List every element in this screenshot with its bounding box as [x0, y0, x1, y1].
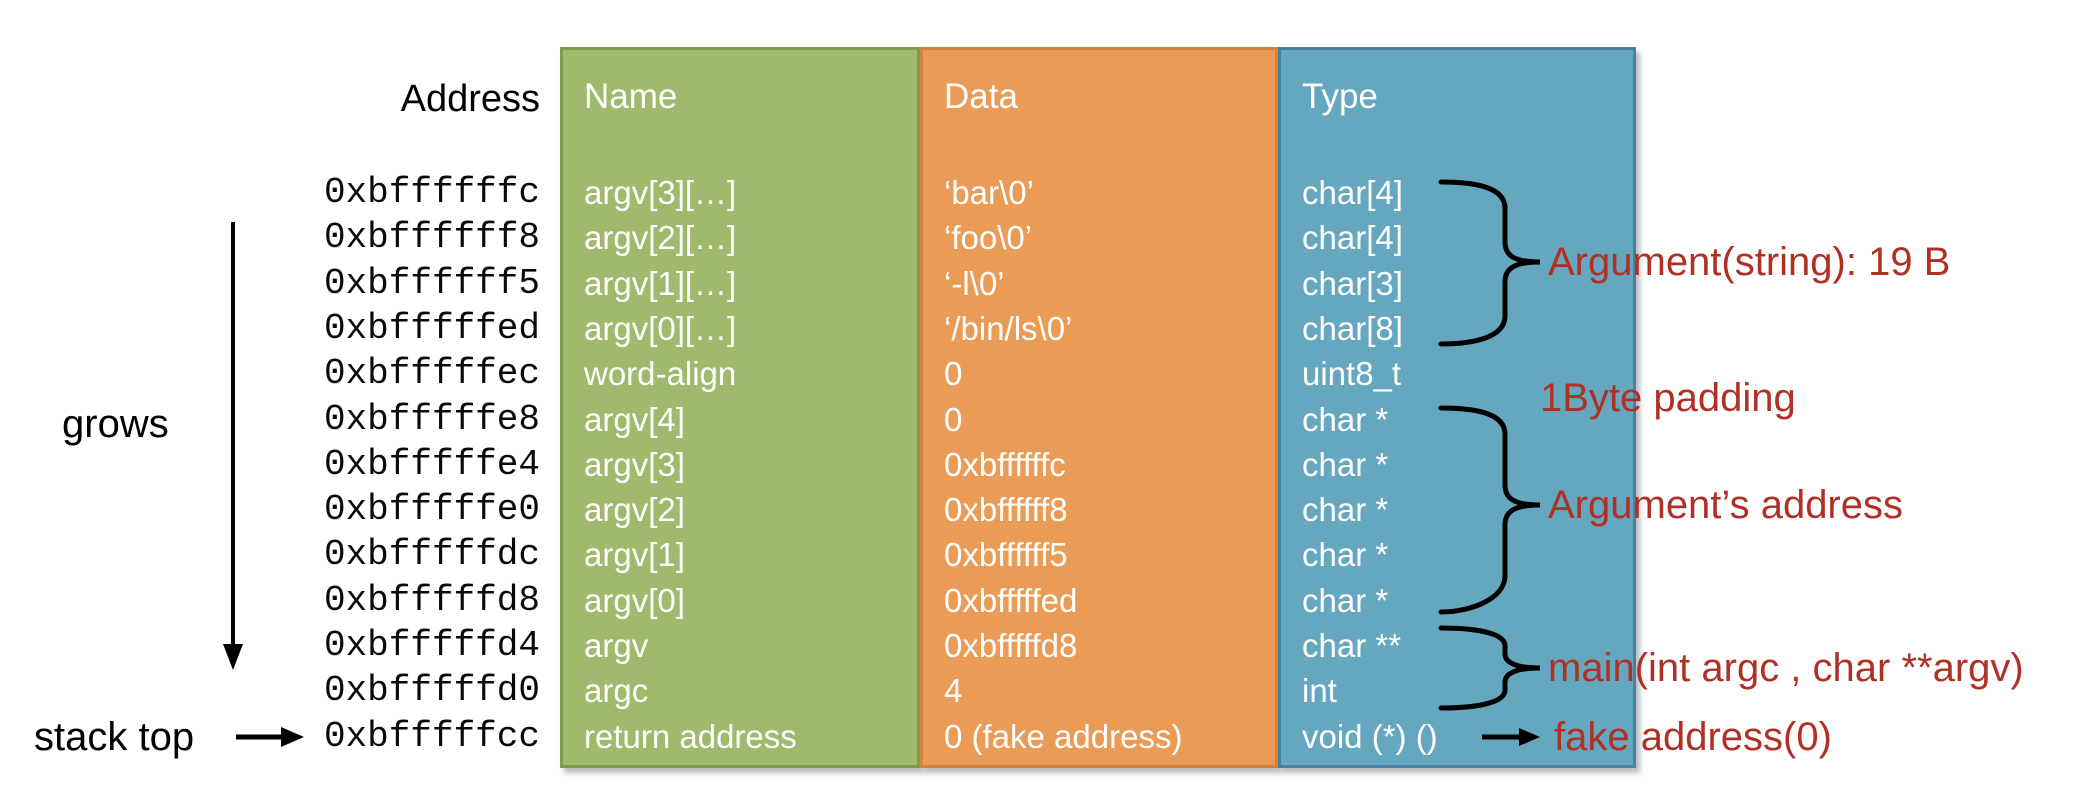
row-type: char[4]: [1302, 174, 1403, 211]
row-address: 0xbfffffec: [323, 353, 540, 395]
data-column-panel: [920, 47, 1278, 768]
data-column-header: Data: [944, 77, 1018, 116]
stack-row: 0xbfffffd8 argv[0] 0xbfffffed char *: [0, 579, 2092, 623]
type-column-header: Type: [1302, 77, 1378, 116]
row-type: char *: [1302, 491, 1389, 529]
annotation-argument-address: Argument’s address: [1548, 483, 1903, 527]
row-type: char[4]: [1302, 219, 1403, 257]
row-name: argv[3]: [584, 445, 685, 483]
stack-row: 0xbffffffc argv[3][…] ‘bar\0’ char[4]: [0, 171, 2092, 215]
row-data: ‘foo\0’: [944, 219, 1033, 257]
row-address: 0xbfffffdc: [323, 534, 540, 576]
row-data: 0xbfffffed: [944, 581, 1078, 619]
stack-row: 0xbfffffcc return address 0 (fake address)…: [0, 715, 2092, 759]
row-data: 4: [944, 672, 963, 710]
grows-label: grows: [62, 402, 169, 446]
row-address: 0xbfffffd0: [323, 670, 540, 712]
row-address: 0xbfffffed: [323, 307, 540, 349]
row-type: char **: [1302, 627, 1402, 664]
row-data: 0xbffffffc: [944, 445, 1066, 483]
annotation-main-signature: main(int argc , char **argv): [1548, 646, 2024, 690]
row-name: argv[1][…]: [584, 264, 737, 302]
stack-row: 0xbfffffed argv[0][…] ‘/bin/ls\0’ char[8]: [0, 307, 2092, 351]
stack-row: 0xbffffff8 argv[2][…] ‘foo\0’ char[4]: [0, 216, 2092, 260]
row-name: argv[2]: [584, 491, 685, 529]
stack-row: 0xbffffff5 argv[1][…] ‘-l\0’ char[3]: [0, 262, 2092, 306]
row-address: 0xbfffffe8: [323, 398, 540, 440]
row-name: argv[1]: [584, 536, 685, 574]
row-data: 0: [944, 400, 963, 438]
annotation-fake-address: fake address(0): [1554, 715, 1832, 759]
row-name: argv: [584, 627, 649, 664]
annotation-padding: 1Byte padding: [1540, 376, 1796, 420]
address-column-header: Address: [400, 78, 540, 120]
row-data: 0xbffffff5: [944, 536, 1068, 574]
stack-row: 0xbfffffe4 argv[3] 0xbffffffc char *: [0, 443, 2092, 487]
row-type: char *: [1302, 445, 1389, 483]
row-address: 0xbfffffd4: [323, 625, 540, 666]
stack-row: 0xbfffffd4 argv 0xbfffffd8 char **: [0, 624, 2092, 668]
row-address: 0xbfffffe0: [323, 489, 540, 531]
stack-row: 0xbfffffdc argv[1] 0xbffffff5 char *: [0, 533, 2092, 577]
row-type: char[3]: [1302, 264, 1403, 302]
row-type: int: [1302, 672, 1337, 710]
row-data: 0xbfffffd8: [944, 627, 1078, 664]
name-column-panel: [560, 47, 920, 768]
row-data: ‘-l\0’: [944, 264, 1005, 302]
row-address: 0xbfffffcc: [323, 715, 540, 757]
row-type: char *: [1302, 581, 1389, 619]
stack-row: 0xbfffffe0 argv[2] 0xbffffff8 char *: [0, 488, 2092, 532]
stack-top-label: stack top: [34, 715, 195, 759]
row-type: char *: [1302, 536, 1389, 574]
row-name: argv[0]: [584, 581, 685, 619]
row-type: char[8]: [1302, 309, 1403, 347]
row-name: argv[2][…]: [584, 219, 737, 257]
row-name: argc: [584, 672, 649, 710]
row-data: ‘/bin/ls\0’: [944, 309, 1073, 347]
row-name: argv[4]: [584, 400, 685, 438]
stack-row: 0xbfffffd0 argc 4 int: [0, 669, 2092, 713]
row-type: void (*) (): [1302, 717, 1438, 755]
row-data: ‘bar\0’: [944, 174, 1034, 211]
annotation-argument-string: Argument(string): 19 B: [1548, 240, 1951, 284]
row-address: 0xbffffff5: [323, 262, 540, 304]
row-address: 0xbfffffe4: [323, 443, 540, 485]
row-address: 0xbffffffc: [323, 172, 540, 213]
row-address: 0xbffffff8: [323, 217, 540, 259]
stack-row: 0xbfffffe8 argv[4] 0 char *: [0, 398, 2092, 442]
row-name: return address: [584, 717, 797, 755]
row-name: argv[3][…]: [584, 174, 737, 211]
row-name: word-align: [584, 355, 737, 393]
row-type: char *: [1302, 400, 1389, 438]
row-data: 0xbffffff8: [944, 491, 1068, 529]
name-column-header: Name: [584, 77, 678, 116]
row-type: uint8_t: [1302, 355, 1402, 393]
row-name: argv[0][…]: [584, 309, 737, 347]
stack-row: 0xbfffffec word-align 0 uint8_t: [0, 352, 2092, 396]
row-data: 0 (fake address): [944, 717, 1183, 755]
row-data: 0: [944, 355, 963, 393]
row-address: 0xbfffffd8: [323, 579, 540, 621]
